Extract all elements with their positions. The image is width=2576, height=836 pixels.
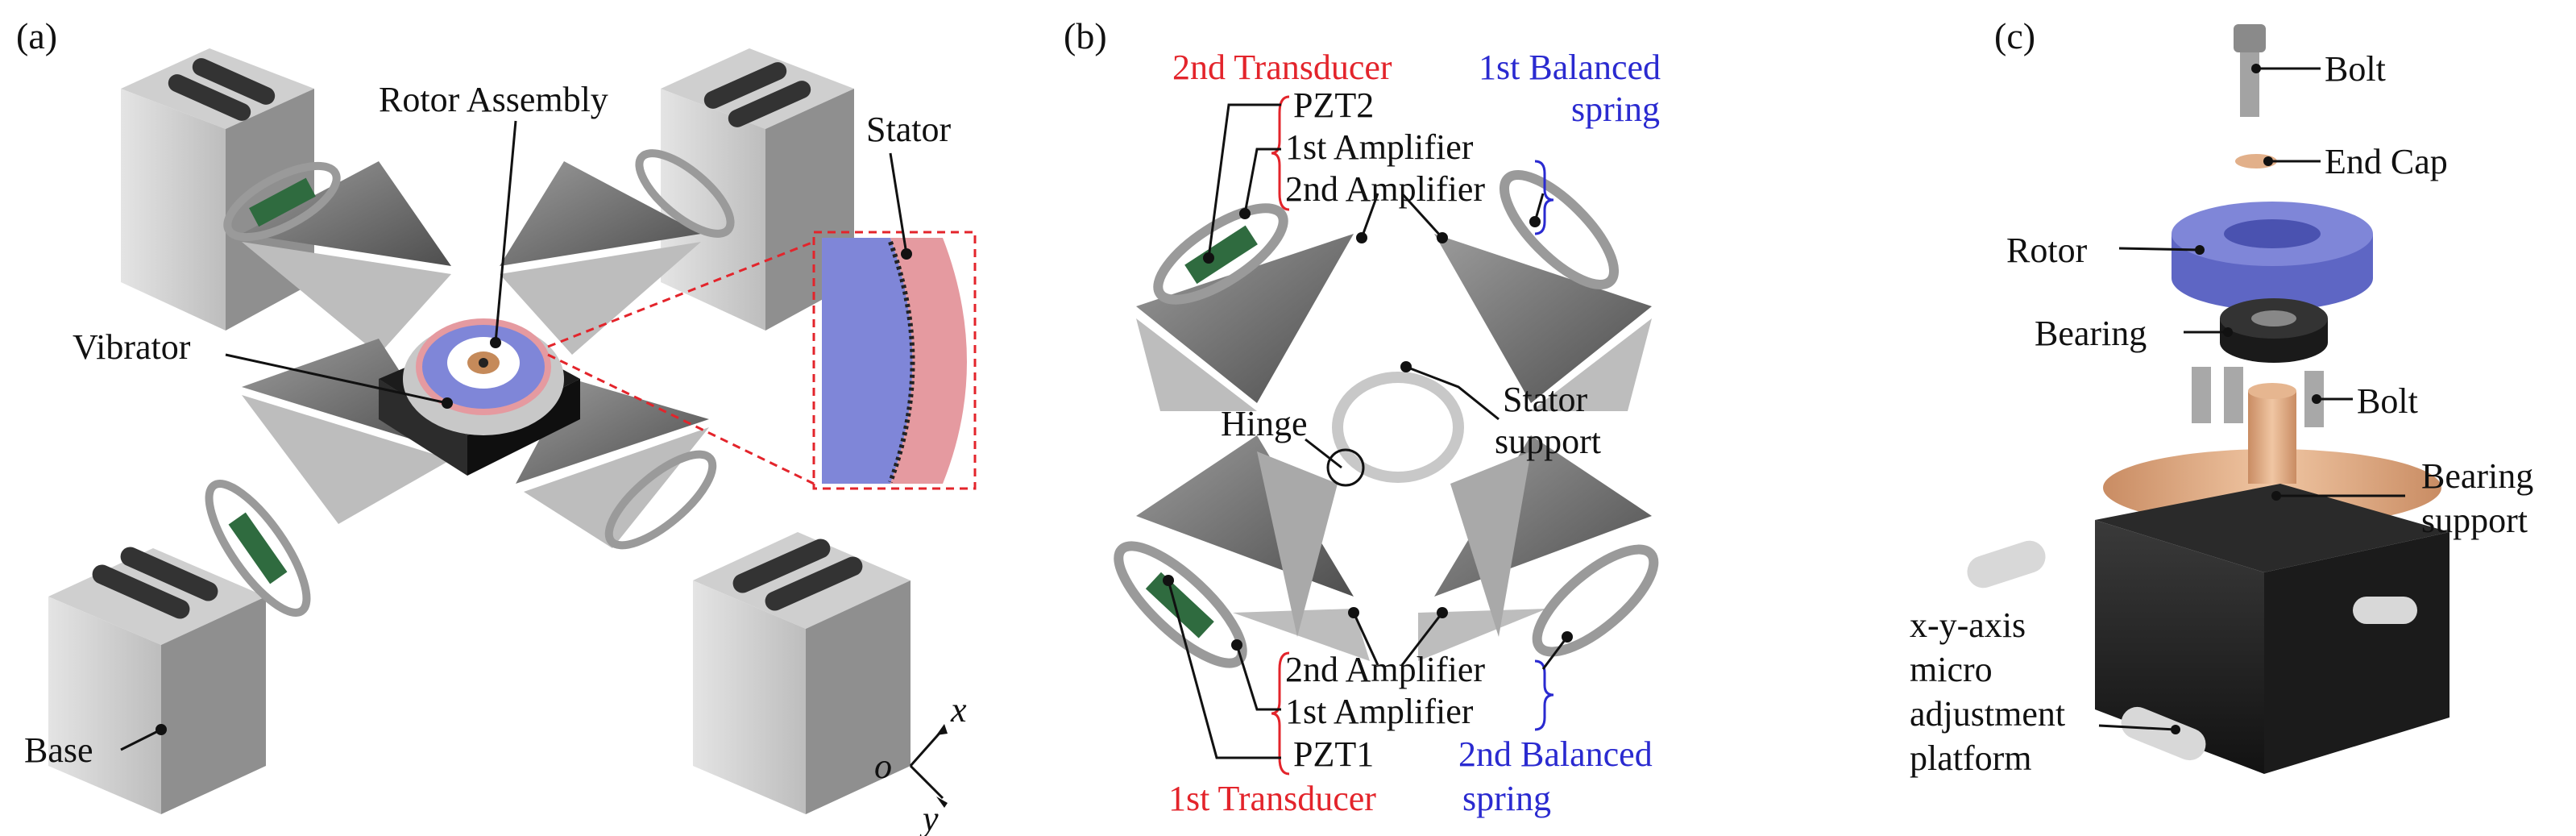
leader-vibrator (225, 353, 448, 405)
panel-a-tag: (a) (16, 15, 57, 56)
rotor (2172, 202, 2373, 310)
label-rotor-assembly: Rotor Assembly (379, 80, 608, 119)
leader-dot-vibrator (442, 397, 453, 409)
leader-balanced-spring-2 (1541, 636, 1569, 670)
label-vibrator: Vibrator (73, 327, 191, 367)
leader-dot-stator-support (1400, 361, 1412, 372)
leader-dot-amp2-top-b (1437, 232, 1448, 243)
leader-stator (889, 152, 908, 255)
leader-dot-rotor (2195, 245, 2205, 255)
label-bolt-mid: Bolt (2357, 381, 2418, 421)
leader-rotor (2118, 247, 2201, 252)
leader-amp2-bottom-b (1400, 612, 1444, 666)
leader-amp1-top (1243, 148, 1281, 214)
label-2nd-balanced-spring-2: spring (1462, 779, 1551, 818)
flexure-arms-b (1136, 234, 1652, 661)
label-pzt1: PZT1 (1293, 734, 1374, 774)
leader-hinge (1305, 438, 1342, 469)
label-hinge: Hinge (1221, 404, 1308, 443)
hinge-marker (1326, 448, 1365, 487)
panel-c: (c) (1910, 15, 2533, 778)
vibrator-center (379, 318, 580, 476)
label-bearing: Bearing (2035, 314, 2147, 353)
brace-2nd-balanced-spring (1534, 659, 1554, 731)
label-1st-balanced-spring-1: 1st Balanced (1479, 48, 1661, 87)
leader-dot-rotor (490, 337, 501, 348)
leader-dot-pzt2 (1203, 252, 1214, 264)
leader-dot-amp2-top-a (1356, 232, 1367, 243)
leader-dot-bearing-support (2271, 491, 2281, 501)
label-1st-amplifier-bottom: 1st Amplifier (1285, 692, 1474, 731)
base-block-bottom-right (693, 532, 911, 814)
panel-a: (a) (16, 15, 977, 836)
bearing (2220, 298, 2328, 363)
leader-dot-base (156, 724, 167, 735)
axis-o-label: o (874, 747, 892, 786)
label-rotor: Rotor (2006, 231, 2088, 270)
leader-amp2-top-a (1360, 193, 1379, 239)
leader-pzt1 (1167, 580, 1281, 759)
label-stator: Stator (866, 110, 951, 149)
leader-dot-bolt-mid (2312, 394, 2321, 404)
axis-x-label: x (950, 690, 967, 730)
label-platform-2: micro (1910, 650, 1993, 689)
leader-dot-amp1-top (1239, 208, 1251, 219)
leader-amp2-bottom-a (1352, 612, 1379, 666)
label-2nd-balanced-spring-1: 2nd Balanced (1458, 734, 1653, 774)
label-bolt-top: Bolt (2325, 49, 2386, 89)
label-1st-transducer: 1st Transducer (1168, 779, 1376, 818)
brace-1st-balanced-spring (1534, 160, 1554, 235)
label-1st-amplifier-top: 1st Amplifier (1285, 127, 1474, 167)
panel-c-tag: (c) (1994, 15, 2035, 56)
leader-dot-balanced-spring-2 (1562, 631, 1573, 643)
leader-base (120, 728, 162, 751)
xy-stage (1967, 484, 2449, 774)
label-stator-support-1: Stator (1503, 380, 1587, 419)
label-1st-balanced-spring-2: spring (1571, 89, 1660, 129)
axis-triad: x o y (874, 690, 967, 836)
label-end-cap: End Cap (2325, 142, 2448, 181)
leader-dot-stator (901, 248, 912, 260)
leader-amp1-bottom (1235, 644, 1281, 711)
label-platform-1: x-y-axis (1910, 605, 2026, 645)
base-block-bottom-left (48, 547, 266, 814)
leader-dot-pzt1 (1163, 575, 1174, 586)
label-platform-4: platform (1910, 738, 2032, 778)
flexure-arms-a (242, 161, 709, 548)
leader-pzt2 (1207, 103, 1281, 259)
leader-stator-support (1405, 365, 1500, 421)
bolt-top (2234, 24, 2266, 117)
brace-1st-transducer (1271, 651, 1290, 776)
stator-support-ring (1332, 372, 1464, 483)
label-pzt2: PZT2 (1293, 85, 1374, 125)
leader-dot-amp2-bottom-b (1437, 607, 1448, 618)
label-2nd-amplifier-bottom: 2nd Amplifier (1285, 650, 1485, 689)
panel-b: (b) (1064, 15, 1661, 818)
leader-rotor-assembly (494, 120, 517, 343)
label-stator-support-2: support (1495, 422, 1601, 461)
label-base: Base (24, 730, 93, 770)
leader-amp2-top-b (1400, 192, 1444, 239)
stator-zoom-inset (547, 231, 977, 490)
panel-b-tag: (b) (1064, 15, 1107, 56)
leader-dot-end-cap (2263, 156, 2273, 166)
axis-y-label: y (919, 799, 939, 836)
label-platform-3: adjustment (1910, 694, 2065, 734)
leader-dot-amp1-bottom (1231, 639, 1242, 651)
label-bearing-support-1: Bearing (2421, 456, 2533, 496)
label-bearing-support-2: support (2421, 501, 2528, 540)
label-2nd-transducer: 2nd Transducer (1172, 48, 1392, 87)
leader-dot-platform (2171, 725, 2180, 734)
leader-dot-balanced-spring-1 (1529, 216, 1541, 227)
leader-dot-amp2-bottom-a (1348, 607, 1359, 618)
leader-dot-bolt-top (2251, 64, 2261, 73)
pzt-stacks-a (205, 149, 735, 617)
leader-platform (2098, 724, 2176, 731)
label-2nd-amplifier-top: 2nd Amplifier (1285, 169, 1485, 209)
leader-dot-bearing (2223, 327, 2233, 337)
pzt-stacks-b (1114, 169, 1659, 668)
